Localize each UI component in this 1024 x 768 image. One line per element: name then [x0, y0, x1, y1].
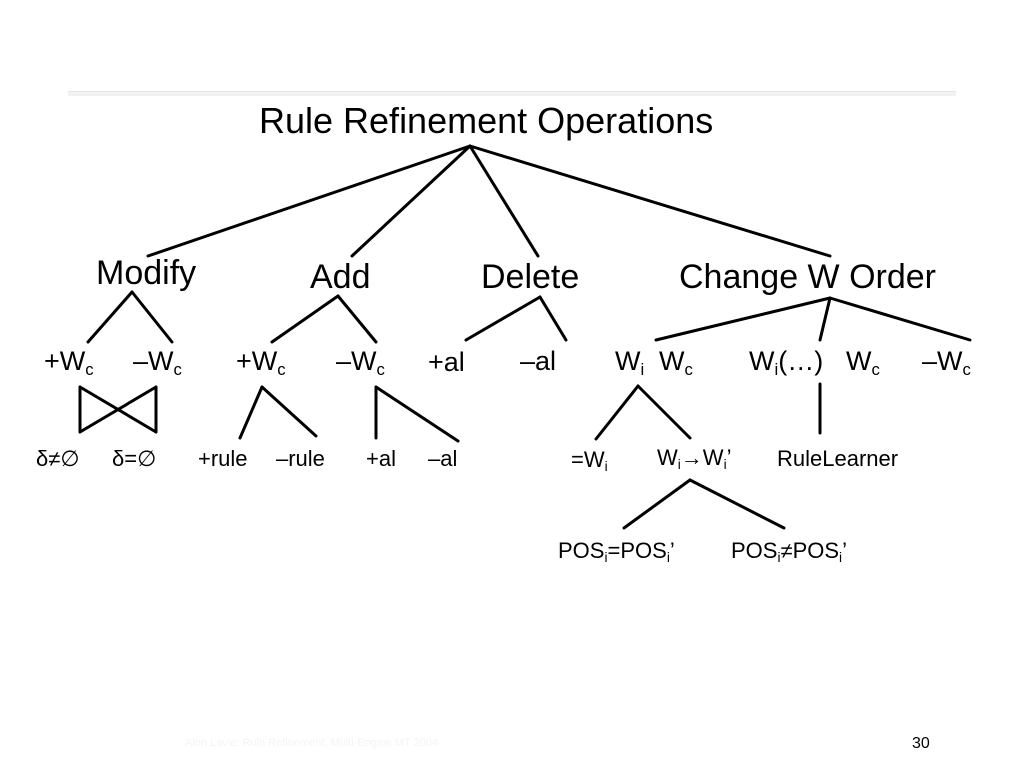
edge-pos-neq — [688, 478, 786, 530]
node-order-wc: Wc — [659, 346, 693, 380]
node-order-wi-paren: Wi(…) — [749, 346, 824, 380]
edge-order-minus — [828, 296, 972, 342]
page-number: 30 — [912, 735, 930, 752]
node-pos-not-equal: POSi≠POSi’ — [731, 538, 847, 566]
node-delete-plus-al: +al — [428, 347, 465, 377]
node-modify-minus-wc: –Wc — [133, 346, 182, 380]
node-add-plus-wc: +Wc — [236, 346, 286, 380]
edge-modify-minus — [130, 290, 174, 344]
header-divider — [68, 91, 956, 96]
edge-root-add — [350, 144, 472, 258]
edge-add-plus-rule-right — [260, 385, 318, 438]
edge-delete-minus — [538, 295, 568, 342]
edge-root-delete — [468, 144, 540, 258]
node-change-w-order: Change W Order — [679, 258, 936, 296]
edge-order-wi-paren — [818, 296, 832, 342]
edge-wi-eq — [594, 384, 640, 441]
node-delta-eq-empty: δ=∅ — [112, 446, 157, 471]
edge-add-minus — [336, 294, 378, 344]
edge-add-minus-al-right — [374, 385, 460, 443]
node-add-minus-wc: –Wc — [336, 346, 385, 380]
footer-text: Alon Lavie: Rule Refinement, Multi-Engin… — [185, 737, 438, 749]
node-plus-rule: +rule — [198, 446, 248, 471]
node-order-wi: Wi — [615, 346, 645, 380]
node-add: Add — [310, 258, 371, 296]
node-order-minus-wc: –Wc — [922, 346, 971, 380]
node-modify-plus-wc: +Wc — [44, 346, 94, 380]
node-delete: Delete — [481, 258, 580, 296]
diagram-title: Rule Refinement Operations — [259, 100, 714, 141]
node-wi-to-wi-prime: Wi→Wi’ — [657, 445, 732, 473]
edge-order-wi — [654, 296, 832, 342]
node-eq-wi: =Wi — [571, 447, 608, 475]
edge-bowtie-diag2 — [78, 385, 158, 434]
arrow-right-icon: → — [680, 445, 703, 470]
edge-wi-arrow — [636, 384, 692, 440]
edge-root-change-order — [468, 144, 832, 258]
node-delete-minus-al: –al — [520, 346, 557, 376]
node-pos-equal: POSi=POSi’ — [558, 538, 675, 566]
edge-add-plus-rule-left — [238, 385, 264, 440]
node-delta-neq-empty: δ≠∅ — [36, 446, 80, 471]
node-minus-rule: –rule — [276, 446, 325, 471]
node-rule-learner: RuleLearner — [777, 446, 899, 471]
node-plus-al: +al — [366, 446, 396, 471]
node-minus-al: –al — [428, 446, 458, 471]
edge-add-plus — [270, 294, 340, 344]
node-order-wc-2: Wc — [846, 346, 880, 380]
edge-pos-eq — [622, 478, 692, 530]
node-modify: Modify — [96, 254, 197, 292]
edge-delete-plus — [464, 295, 542, 342]
edge-root-modify — [146, 144, 472, 258]
edge-modify-plus — [86, 290, 134, 344]
